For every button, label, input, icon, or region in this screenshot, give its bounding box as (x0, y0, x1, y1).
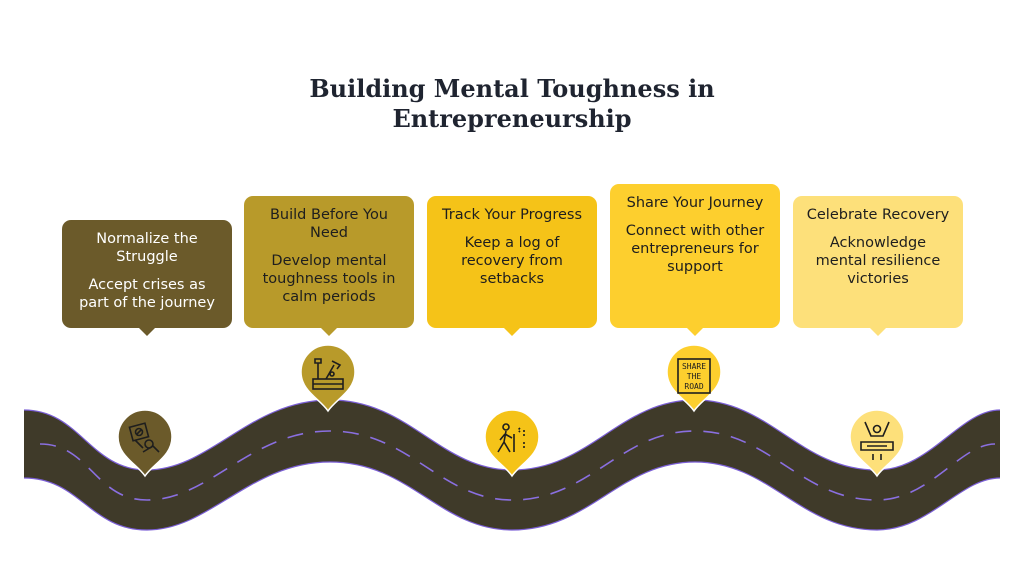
step-description: Keep a log of recovery from setbacks (461, 235, 563, 287)
marker-celebrate-recovery (849, 409, 905, 478)
road-edge-bottom (23, 461, 1001, 531)
sign-text-line-1: SHARE (682, 362, 706, 371)
sign-text-line-2: THE (687, 372, 702, 381)
step-card-normalize-struggle: Normalize the Struggle Accept crises as … (62, 220, 232, 336)
step-description: Develop mental toughness tools in calm p… (262, 253, 396, 305)
step-description: Acknowledge mental resilience victories (815, 235, 941, 287)
step-heading: Share Your Journey (626, 195, 764, 211)
marker-track-progress (484, 409, 540, 478)
title-line-1: Building Mental Toughness in (309, 74, 715, 103)
title-line-2: Entrepreneurship (392, 104, 632, 133)
step-card-track-progress: Track Your Progress Keep a log of recove… (427, 196, 597, 336)
step-card-share-journey: Share Your Journey Connect with other en… (610, 184, 780, 336)
road-center-dashes (39, 430, 996, 501)
step-card-build-before: Build Before You Need Develop mental tou… (244, 196, 414, 336)
step-description: Accept crises as part of the journey (79, 277, 215, 311)
toolbox-icon (312, 358, 344, 390)
step-heading: Track Your Progress (442, 207, 582, 223)
marker-build-before (300, 344, 356, 413)
marker-share-journey: SHARE THE ROAD (666, 344, 722, 413)
celebrating-person-icon (860, 421, 894, 460)
step-heading: Normalize the Struggle (96, 231, 198, 265)
road (24, 400, 1000, 530)
share-the-road-sign-icon: SHARE THE ROAD (677, 358, 711, 394)
marker-normalize-struggle (117, 409, 173, 478)
step-description: Connect with other entrepreneurs for sup… (625, 223, 765, 275)
step-heading: Build Before You Need (269, 207, 389, 241)
page-title: Building Mental Toughness in Entrepreneu… (262, 74, 762, 134)
step-card-celebrate-recovery: Celebrate Recovery Acknowledge mental re… (793, 196, 963, 336)
sign-text-line-3: ROAD (684, 382, 703, 391)
step-heading: Celebrate Recovery (806, 207, 950, 223)
problem-solving-icon (128, 422, 160, 453)
hiker-icon (497, 423, 525, 453)
